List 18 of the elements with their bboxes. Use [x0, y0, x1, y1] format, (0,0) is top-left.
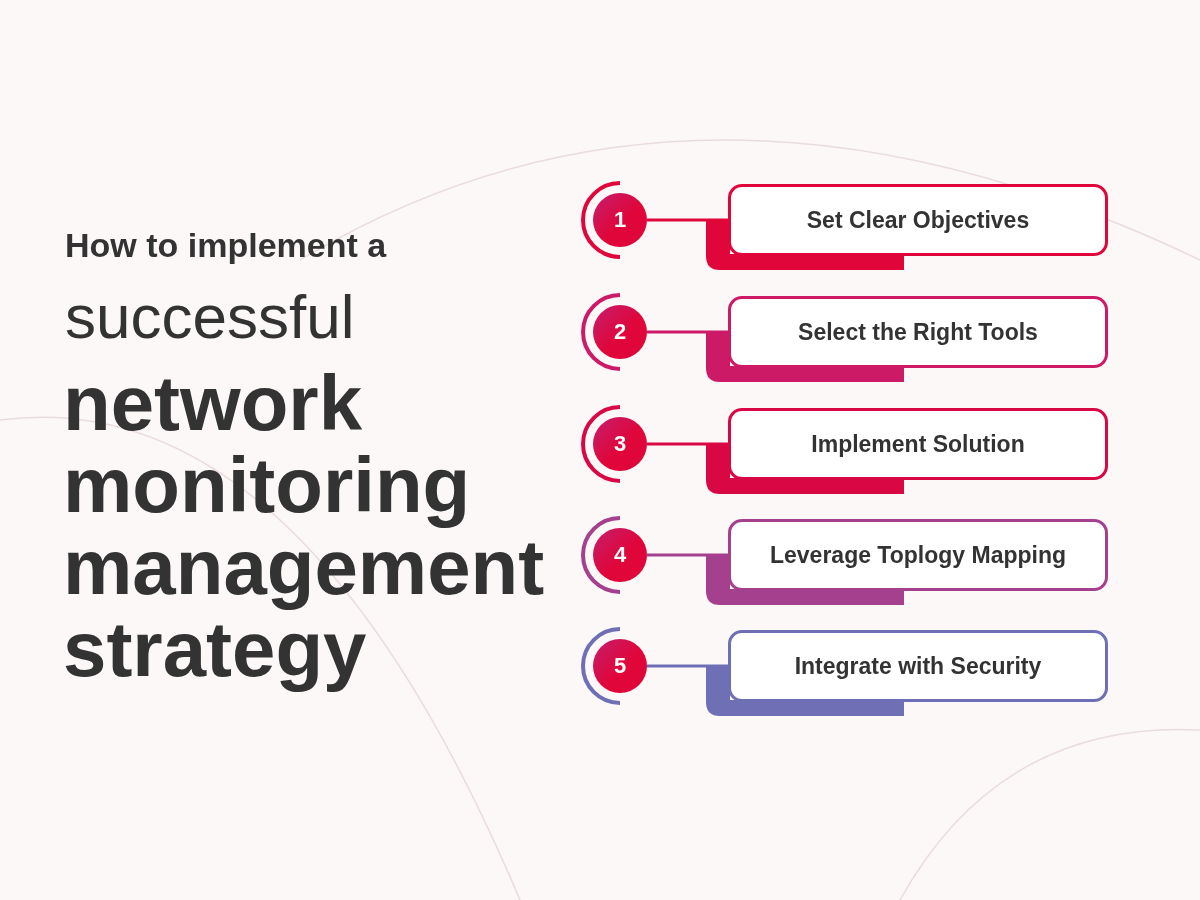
step-box: Set Clear Objectives	[728, 184, 1108, 256]
step-number-circle: 3	[593, 417, 647, 471]
connector-line	[647, 442, 728, 446]
heading-line: successful	[65, 282, 356, 352]
connector-line	[647, 218, 728, 222]
connector-line	[647, 664, 728, 668]
step-box: Integrate with Security	[728, 630, 1108, 702]
heading: network monitoring management strategy	[63, 362, 546, 690]
step-number-circle: 1	[593, 193, 647, 247]
step-box: Select the Right Tools	[728, 296, 1108, 368]
connector-line	[647, 330, 728, 334]
step-box: Implement Solution	[728, 408, 1108, 480]
step-number-circle: 4	[593, 528, 647, 582]
connector-line	[647, 553, 728, 557]
heading-line: How to implement a	[65, 225, 388, 266]
step-box: Leverage Toplogy Mapping	[728, 519, 1108, 591]
step-number-circle: 2	[593, 305, 647, 359]
step-number-circle: 5	[593, 639, 647, 693]
